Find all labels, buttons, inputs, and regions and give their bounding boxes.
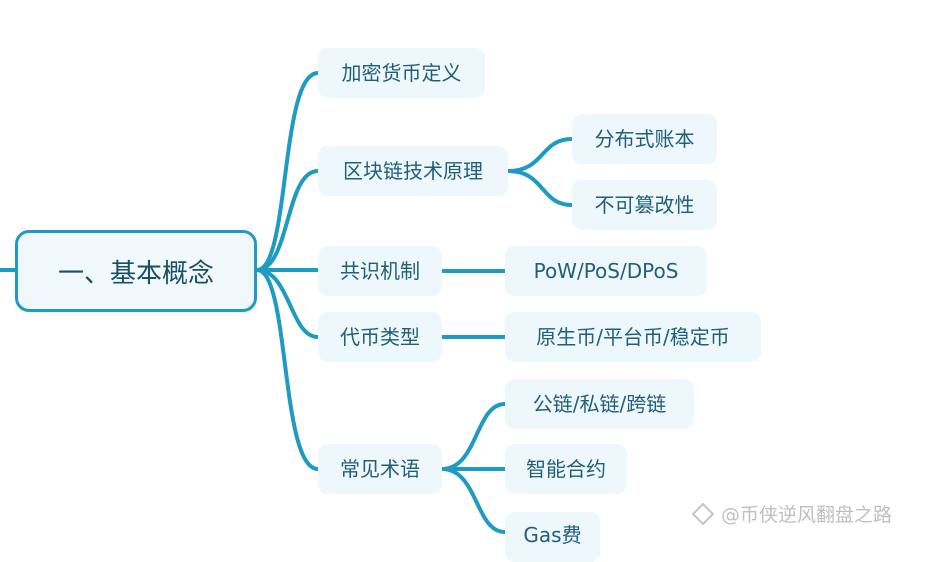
connector-lines <box>0 71 573 534</box>
branch-node-consensus[interactable]: 共识机制 <box>318 246 442 296</box>
branch-label: 共识机制 <box>340 259 420 283</box>
leaf-node-immutability[interactable]: 不可篡改性 <box>572 180 717 230</box>
leaf-node-coin-categories[interactable]: 原生币/平台币/稳定币 <box>505 312 761 362</box>
leaf-label: 原生币/平台币/稳定币 <box>536 325 730 349</box>
branch-node-token-types[interactable]: 代币类型 <box>318 312 442 362</box>
branch-label: 常见术语 <box>340 457 420 481</box>
leaf-label: Gas费 <box>523 523 582 547</box>
branch-label: 加密货币定义 <box>341 61 462 85</box>
leaf-label: 分布式账本 <box>594 127 695 151</box>
watermark: @币侠逆风翻盘之路 <box>691 500 893 527</box>
branch-node-crypto-definition[interactable]: 加密货币定义 <box>318 48 485 98</box>
leaf-label: 公链/私链/跨链 <box>532 392 667 416</box>
connector-root-b1 <box>256 71 319 272</box>
connector-root-b4 <box>256 268 319 339</box>
connector-root-b2 <box>256 169 319 272</box>
watermark-text: @币侠逆风翻盘之路 <box>721 504 893 526</box>
leaf-label: 不可篡改性 <box>594 193 695 217</box>
connector-b2-c2 <box>507 169 573 207</box>
branch-label: 代币类型 <box>340 325 420 349</box>
connector-root-b5 <box>256 268 319 471</box>
leaf-node-consensus-algorithms[interactable]: PoW/PoS/DPoS <box>505 246 707 296</box>
connector-b5-c3 <box>441 467 506 534</box>
root-node-label: 一、基本概念 <box>57 258 214 289</box>
connector-b5-c1 <box>441 402 506 471</box>
root-node[interactable]: 一、基本概念 <box>15 230 257 312</box>
branch-node-common-terms[interactable]: 常见术语 <box>318 444 442 494</box>
leaf-node-distributed-ledger[interactable]: 分布式账本 <box>572 114 717 164</box>
leaf-node-gas-fee[interactable]: Gas费 <box>505 512 600 562</box>
branch-label: 区块链技术原理 <box>343 159 483 183</box>
leaf-label: PoW/PoS/DPoS <box>533 259 679 283</box>
leaf-label: 智能合约 <box>526 457 606 481</box>
branch-node-blockchain-principle[interactable]: 区块链技术原理 <box>318 146 508 196</box>
connector-b2-c1 <box>507 137 573 173</box>
leaf-node-chain-types[interactable]: 公链/私链/跨链 <box>505 379 694 429</box>
leaf-node-smart-contract[interactable]: 智能合约 <box>505 444 627 494</box>
diamond-logo-icon <box>691 502 715 525</box>
